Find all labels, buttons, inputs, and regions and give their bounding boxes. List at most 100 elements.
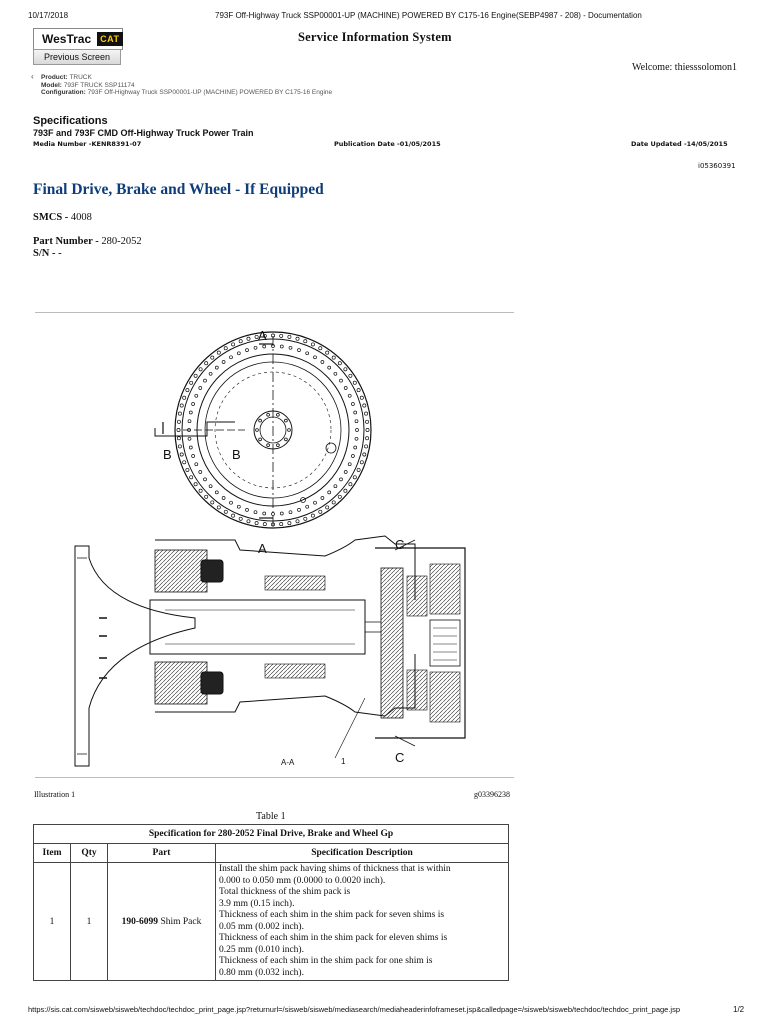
print-date: 10/17/2018: [28, 11, 69, 20]
description-line: Install the shim pack having shims of th…: [219, 864, 451, 874]
bolt-hole: [288, 345, 293, 350]
smcs-value: 4008: [70, 212, 92, 223]
bolt-hole: [214, 365, 219, 370]
bolt-hole: [236, 504, 241, 509]
bolt-hole: [182, 460, 187, 465]
smcs-line: SMCS - 4008: [33, 212, 92, 223]
bolt-hole: [198, 470, 203, 474]
bolt-hole: [266, 443, 270, 447]
bolt-hole: [327, 490, 332, 495]
bolt-hole: [348, 482, 353, 487]
previous-screen-button[interactable]: Previous Screen: [33, 49, 121, 65]
bolt-hole: [254, 334, 259, 339]
bolt-hole: [223, 346, 228, 351]
bolt-hole: [343, 488, 348, 493]
cell-qty: 1: [70, 862, 108, 981]
bolt-hole: [185, 467, 190, 472]
bolt-hole: [354, 436, 359, 441]
bolt-hole: [198, 386, 203, 390]
configuration-value[interactable]: 793F Off-Highway Truck SSP00001-UP (MACH…: [87, 89, 333, 96]
date-updated: Date Updated -14/05/2015: [631, 140, 728, 148]
bolt-hole: [325, 350, 330, 355]
bolt-hole: [310, 342, 315, 347]
bolt-hole: [187, 419, 192, 424]
smcs-label: SMCS -: [33, 212, 69, 223]
bolt-hole: [210, 500, 215, 505]
part-name: Shim Pack: [160, 916, 202, 927]
bolt-hole: [279, 522, 284, 527]
bolt-hole: [359, 460, 364, 465]
bolt-hole: [318, 346, 323, 351]
bolt-hole: [176, 419, 181, 424]
label-a-bottom: A: [258, 541, 267, 556]
bolt-hole: [313, 500, 317, 505]
bolt-hole: [187, 436, 192, 441]
bolt-hole: [279, 344, 284, 349]
header-part: Part: [107, 843, 216, 863]
bolt-hole: [297, 348, 301, 352]
page-title: Final Drive, Brake and Wheel - If Equipp…: [33, 181, 324, 198]
bolt-hole: [287, 428, 291, 432]
header-item: Item: [33, 843, 71, 863]
bolt-hole: [362, 403, 367, 408]
cell-description: Install the shim pack having shims of th…: [215, 862, 509, 981]
bolt-hole: [365, 419, 370, 424]
bolt-hole: [353, 410, 358, 415]
model-value[interactable]: 793F TRUCK SSP11174: [63, 81, 135, 89]
bolt-hole: [318, 509, 323, 514]
description-line: Thickness of each shim in the shim pack …: [219, 933, 448, 943]
bolt-hole: [288, 510, 293, 515]
print-title: 793F Off-Highway Truck SSP00001-UP (MACH…: [215, 11, 642, 20]
bolt-hole: [229, 500, 233, 505]
bolt-hole: [238, 516, 243, 521]
back-chevron-icon[interactable]: ‹: [31, 72, 34, 81]
bolt-hole: [279, 333, 284, 338]
bolt-hole: [203, 378, 207, 383]
label-section-aa: A-A: [281, 758, 295, 767]
bolt-hole: [355, 428, 359, 432]
bolt-hole: [320, 496, 325, 500]
bolt-hole: [279, 511, 284, 516]
bolt-hole: [179, 452, 184, 457]
bolt-hole: [194, 462, 199, 467]
bolt-hole: [365, 436, 370, 441]
bolt-hole: [229, 355, 233, 360]
bolt-hole: [303, 339, 308, 344]
cell-part: 190-6099 Shim Pack: [107, 862, 216, 981]
bolt-hole: [339, 477, 343, 482]
product-value[interactable]: TRUCK: [69, 74, 92, 81]
spec-subheading: 793F and 793F CMD Off-Highway Truck Powe…: [33, 128, 254, 138]
bolt-hole: [231, 513, 236, 518]
final-drive-section-view: [74, 535, 466, 767]
bolt-hole: [295, 519, 300, 524]
bolt-hole: [353, 445, 358, 450]
bolt-hole: [284, 437, 288, 442]
bolt-hole: [333, 371, 338, 376]
bolt-hole: [191, 402, 195, 406]
bolt-hole: [182, 395, 187, 400]
bolt-hole: [287, 521, 292, 526]
bolt-hole: [333, 484, 338, 489]
description-line: Thickness of each shim in the shim pack …: [219, 910, 445, 920]
bolt-hole: [236, 351, 241, 356]
bolt-hole: [254, 521, 259, 526]
bolt-hole: [337, 494, 342, 499]
bolt-hole: [303, 516, 308, 521]
description-line: 0.05 mm (0.002 inch).: [219, 921, 304, 932]
model-label: Model:: [41, 81, 62, 89]
serial-number-line: S/N - -: [33, 248, 62, 259]
bolt-hole: [189, 380, 194, 385]
bolt-hole: [287, 334, 292, 339]
bolt-hole: [262, 344, 267, 349]
bolt-hole: [231, 342, 236, 347]
bolt-hole: [179, 403, 184, 408]
table-caption: Table 1: [256, 811, 286, 822]
part-number-link[interactable]: 190-6099: [121, 916, 159, 927]
label-a-top: A: [258, 328, 267, 343]
bolt-hole: [313, 355, 317, 360]
bolt-hole: [216, 505, 221, 510]
bolt-hole: [356, 467, 361, 472]
bolt-hole: [343, 386, 348, 390]
westrac-logo-text: WesTrac: [42, 32, 92, 46]
table-title: Specification for 280-2052 Final Drive, …: [33, 824, 509, 844]
